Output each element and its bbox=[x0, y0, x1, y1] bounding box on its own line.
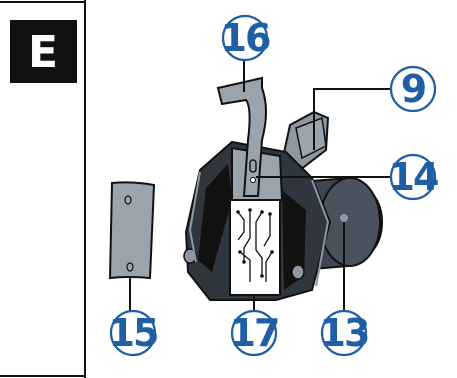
callout-14-label: 14 bbox=[389, 155, 438, 199]
section-letter: E bbox=[28, 27, 58, 78]
callout-17-label: 17 bbox=[230, 311, 279, 355]
callout-15: 15 bbox=[109, 309, 159, 357]
callout-13: 13 bbox=[320, 309, 370, 357]
callout-14: 14 bbox=[389, 153, 440, 201]
callout-15-label: 15 bbox=[109, 311, 158, 355]
callout-17: 17 bbox=[230, 309, 280, 357]
contact-strip-part bbox=[108, 181, 156, 312]
callout-16: 16 bbox=[221, 14, 272, 62]
callout-9-label: 9 bbox=[401, 67, 426, 111]
flex-strip-part bbox=[216, 76, 267, 197]
callout-13-label: 13 bbox=[320, 311, 369, 355]
callout-9: 9 bbox=[389, 65, 437, 113]
circuit-panel-part bbox=[229, 199, 281, 296]
callout-16-label: 16 bbox=[221, 16, 270, 60]
leader-9 bbox=[313, 88, 392, 150]
section-badge: E bbox=[10, 20, 77, 83]
